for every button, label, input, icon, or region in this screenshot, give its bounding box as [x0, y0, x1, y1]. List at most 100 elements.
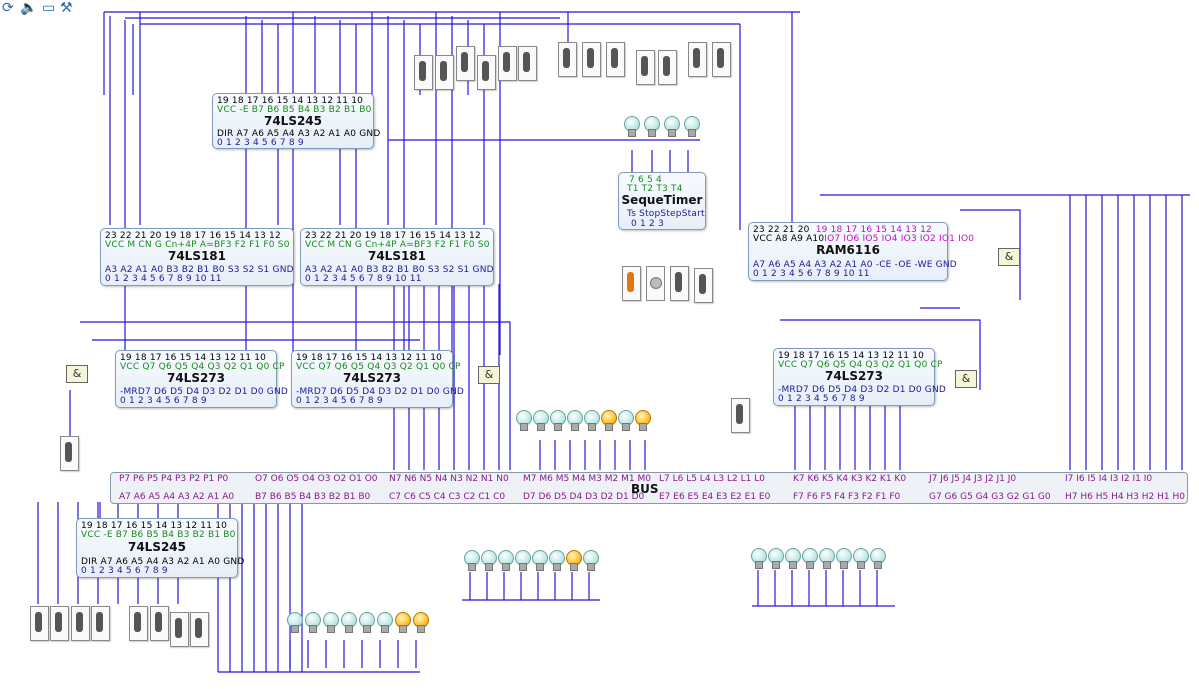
toggle-switch[interactable]	[606, 42, 625, 77]
toggle-switch[interactable]	[518, 46, 537, 81]
toggle-switch[interactable]	[170, 612, 189, 647]
toggle-switch[interactable]	[658, 50, 677, 85]
chip-sequetimer[interactable]: 7 6 5 4 T1 T2 T3 T4 SequeTimer Ts StopSt…	[618, 172, 706, 230]
toggle-switch[interactable]	[414, 55, 433, 90]
pin-names-bottom: A3 A2 A1 A0 B3 B2 B1 B0 S3 S2 S1 GND	[105, 265, 294, 275]
and-gate[interactable]: &	[955, 370, 977, 388]
chip-74ls181-left[interactable]: 23 22 21 20 19 18 17 16 15 14 13 12 VCC …	[100, 228, 294, 286]
chip-74ls273-middle[interactable]: 19 18 17 16 15 14 13 12 11 10 VCC Q7 Q6 …	[291, 350, 464, 408]
bus-label-e: E7 E6 E5 E4 E3 E2 E1 E0	[659, 492, 771, 502]
toggle-switch[interactable]	[582, 42, 601, 77]
and-gate[interactable]: &	[66, 365, 88, 383]
bulb-indicator	[853, 548, 869, 569]
pin-numbers-top: 23 22 21 20 19 18 17 16 15 14 13 12	[105, 231, 281, 241]
toggle-switch[interactable]	[688, 42, 707, 77]
bulb-indicator	[601, 410, 617, 431]
bulb-indicator	[516, 410, 532, 431]
button-stop[interactable]	[646, 266, 665, 301]
pin-names-top: VCC -E B7 B6 B5 B4 B3 B2 B1 B0	[217, 105, 372, 115]
pin-numbers-bottom: 0 1 2 3 4 5 6 7 8 9	[81, 566, 168, 576]
chip-ram6116[interactable]: 23 22 21 20 19 18 17 16 15 14 13 12 VCC …	[748, 222, 974, 281]
toggle-switch[interactable]	[190, 612, 209, 647]
pin-names-top: VCC Q7 Q6 Q5 Q4 Q3 Q2 Q1 Q0 CP	[296, 362, 461, 372]
toggle-switch[interactable]	[731, 398, 750, 433]
bulb-indicator	[618, 410, 634, 431]
hammer-icon[interactable]: ⚒	[60, 0, 73, 16]
toggle-switch[interactable]	[435, 55, 454, 90]
pin-names-top: VCC M CN G Cn+4P A=BF3 F2 F1 F0 S0	[105, 240, 290, 250]
toggle-switch[interactable]	[558, 42, 577, 77]
bulb-indicator	[287, 612, 303, 633]
pin-numbers-io: 19 18 17 16 15 14 13 12	[815, 225, 932, 235]
toggle-switch[interactable]	[477, 55, 496, 90]
toggle-switch-start[interactable]	[694, 268, 713, 303]
toggle-switch[interactable]	[30, 606, 49, 641]
pin-numbers-top: 7 6 5 4	[629, 175, 662, 185]
bus-label-b: B7 B6 B5 B4 B3 B2 B1 B0	[255, 492, 371, 502]
chip-title: 74LS181	[167, 249, 227, 263]
chip-74ls273-right[interactable]: 19 18 17 16 15 14 13 12 11 10 VCC Q7 Q6 …	[773, 348, 946, 406]
and-gate[interactable]: &	[998, 248, 1020, 266]
pin-numbers-bottom: 0 1 2 3 4 5 6 7 8 9 10 11	[105, 274, 222, 284]
toggle-switch[interactable]	[636, 50, 655, 85]
toggle-switch[interactable]	[71, 606, 90, 641]
bus-label-j: J7 J6 J5 J4 J3 J2 J1 J0	[929, 474, 1017, 484]
bus-title: BUS	[631, 482, 659, 496]
chip-74ls273-left[interactable]: 19 18 17 16 15 14 13 12 11 10 VCC Q7 Q6 …	[115, 350, 289, 408]
pin-numbers-bottom: 0 1 2 3 4 5 6 7 8 9	[778, 394, 865, 404]
bulb-indicator	[836, 548, 852, 569]
pin-names-bottom: -MRD7 D6 D5 D4 D3 D2 D1 D0 GND	[120, 387, 289, 397]
chip-title: 74LS273	[166, 371, 226, 385]
toggle-switch[interactable]	[129, 606, 148, 641]
bulb-indicator	[377, 612, 393, 633]
toggle-switch[interactable]	[456, 46, 475, 81]
bulb-indicator	[785, 548, 801, 569]
bulb-indicator	[802, 548, 818, 569]
wire	[780, 319, 981, 390]
pin-names-top: VCC A8 A9 A10IO7 IO6 IO5 IO4 IO3 IO2 IO1…	[753, 234, 974, 244]
bus-label-i: I7 I6 I5 I4 I3 I2 I1 I0	[1065, 474, 1153, 484]
refresh-icon[interactable]: ⟳	[2, 0, 14, 16]
chip-74ls181-right[interactable]: 23 22 21 20 19 18 17 16 15 14 13 12 VCC …	[300, 228, 494, 286]
wire	[960, 209, 1021, 300]
pin-names-bottom: DIR A7 A6 A5 A4 A3 A2 A1 A0 GND	[81, 557, 245, 567]
bulb-indicator	[664, 116, 680, 137]
toggle-switch-ts[interactable]	[622, 266, 641, 301]
bus-label-f: F7 F6 F5 F4 F3 F2 F1 F0	[793, 492, 901, 502]
pin-numbers-top: 19 18 17 16 15 14 13 12 11 10	[120, 353, 267, 363]
chip-title: 74LS273	[342, 371, 402, 385]
bus-label-c: C7 C6 C5 C4 C3 C2 C1 C0	[389, 492, 506, 502]
chip-74ls245-top[interactable]: 19 18 17 16 15 14 13 12 11 10 VCC -E B7 …	[212, 93, 380, 149]
bulb-indicator	[751, 548, 767, 569]
monitor-icon[interactable]: ▭	[42, 0, 56, 16]
toggle-switch[interactable]	[498, 46, 517, 81]
bus-label-m: M7 M6 M5 M4 M3 M2 M1 M0	[523, 474, 651, 484]
bulb-indicator	[305, 612, 321, 633]
bus-label-h: H7 H6 H5 H4 H3 H2 H1 H0	[1065, 492, 1185, 502]
pin-names-bottom: A7 A6 A5 A4 A3 A2 A1 A0 -CE -OE -WE GND	[753, 260, 957, 270]
speaker-icon[interactable]: 🔈	[20, 0, 38, 16]
bulb-indicator	[413, 612, 429, 633]
pin-numbers-top: 23 22 21 20 19 18 17 16 15 14 13 12	[753, 225, 943, 235]
bus-component[interactable]: P7 P6 P5 P4 P3 P2 P1 P0 O7 O6 O5 O4 O3 O…	[110, 472, 1188, 504]
toggle-switch[interactable]	[150, 606, 169, 641]
bulb-indicator	[624, 116, 640, 137]
toggle-switch-step[interactable]	[670, 266, 689, 301]
pin-names-io: IO7 IO6 IO5 IO4 IO3 IO2 IO1 IO0	[824, 234, 975, 244]
toggle-switch[interactable]	[60, 436, 79, 471]
pin-numbers-bottom: 0 1 2 3 4 5 6 7 8 9 10 11	[305, 274, 422, 284]
chip-title: RAM6116	[816, 243, 880, 257]
pin-names-top: T1 T2 T3 T4	[627, 184, 683, 194]
bulb-indicator	[341, 612, 357, 633]
bulb-indicator	[532, 550, 548, 571]
chip-title: 74LS181	[367, 249, 427, 263]
bus-label-a: A7 A6 A5 A4 A3 A2 A1 A0	[119, 492, 235, 502]
pin-numbers-bottom: 0 1 2 3	[631, 219, 664, 229]
chip-74ls245-bottom[interactable]: 19 18 17 16 15 14 13 12 11 10 VCC -E B7 …	[76, 518, 245, 578]
and-gate[interactable]: &	[478, 366, 500, 384]
toggle-switch[interactable]	[712, 42, 731, 77]
toggle-switch[interactable]	[50, 606, 69, 641]
toggle-switch[interactable]	[91, 606, 110, 641]
pin-numbers-bottom: 0 1 2 3 4 5 6 7 8 9	[217, 138, 304, 148]
